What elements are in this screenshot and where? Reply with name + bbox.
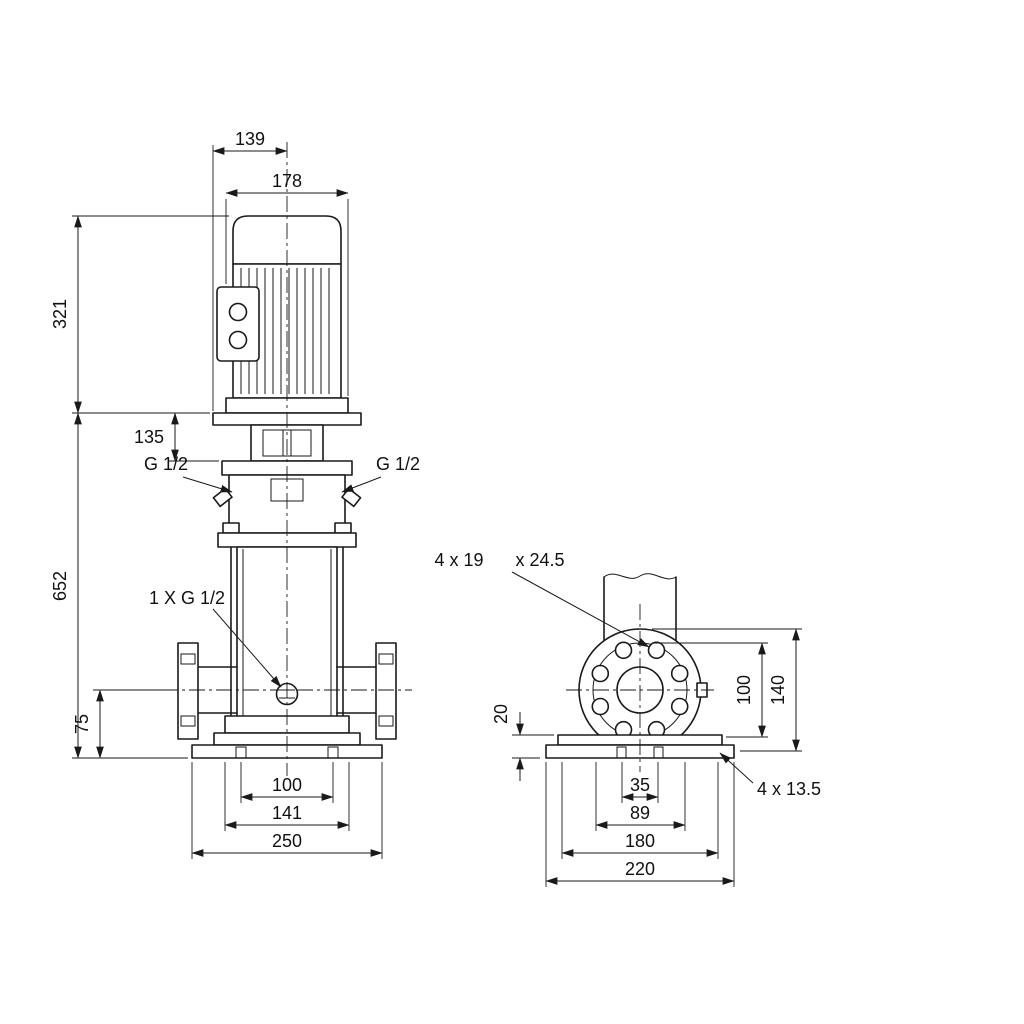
dim-75: 75 (72, 714, 92, 734)
motor-fins (240, 268, 330, 394)
label-flange-spotface: x 24.5 (515, 550, 564, 570)
dim-250: 250 (272, 831, 302, 851)
vent-plug-left (212, 487, 233, 508)
terminal-box (216, 286, 260, 362)
front-view-dimensions: 139 178 321 652 135 75 G 1/2 G 1/2 1 X G… (50, 129, 420, 859)
suction-flange (177, 642, 199, 740)
cable-entry-hole (228, 330, 248, 350)
dim-135: 135 (134, 427, 164, 447)
label-g-half-left: G 1/2 (144, 454, 188, 474)
label-flange-holes: 4 x 19 (434, 550, 483, 570)
bolt-hole (614, 641, 633, 660)
dim-139: 139 (235, 129, 265, 149)
bolt-hole (670, 697, 689, 716)
dim-178: 178 (272, 171, 302, 191)
bolt-hole (647, 641, 666, 660)
break-line (603, 573, 677, 580)
dim-321: 321 (50, 299, 70, 329)
dim-180: 180 (625, 831, 655, 851)
dim-35: 35 (630, 775, 650, 795)
staybolt-nut (222, 522, 240, 534)
cable-entry-hole (228, 302, 248, 322)
side-view-dimensions: 4 x 19 x 24.5 20 100 140 35 89 180 220 4 (434, 550, 821, 887)
label-drain-plug: 1 X G 1/2 (149, 588, 225, 608)
bolt-hole (591, 697, 610, 716)
label-base-holes: 4 x 13.5 (757, 779, 821, 799)
fan-cover (232, 215, 342, 265)
dim-100-side: 100 (734, 675, 754, 705)
label-g-half-right: G 1/2 (376, 454, 420, 474)
vent-plug-right (341, 487, 362, 508)
centerlines (162, 142, 714, 776)
bolt-hole (591, 664, 610, 683)
ports (177, 642, 397, 740)
staybolt-nut (334, 522, 352, 534)
dim-140: 140 (768, 675, 788, 705)
discharge-flange (375, 642, 397, 740)
dim-100-front: 100 (272, 775, 302, 795)
dim-652: 652 (50, 571, 70, 601)
dim-141: 141 (272, 803, 302, 823)
dim-20: 20 (491, 704, 511, 724)
bolt-hole (670, 664, 689, 683)
dim-220: 220 (625, 859, 655, 879)
dim-89: 89 (630, 803, 650, 823)
